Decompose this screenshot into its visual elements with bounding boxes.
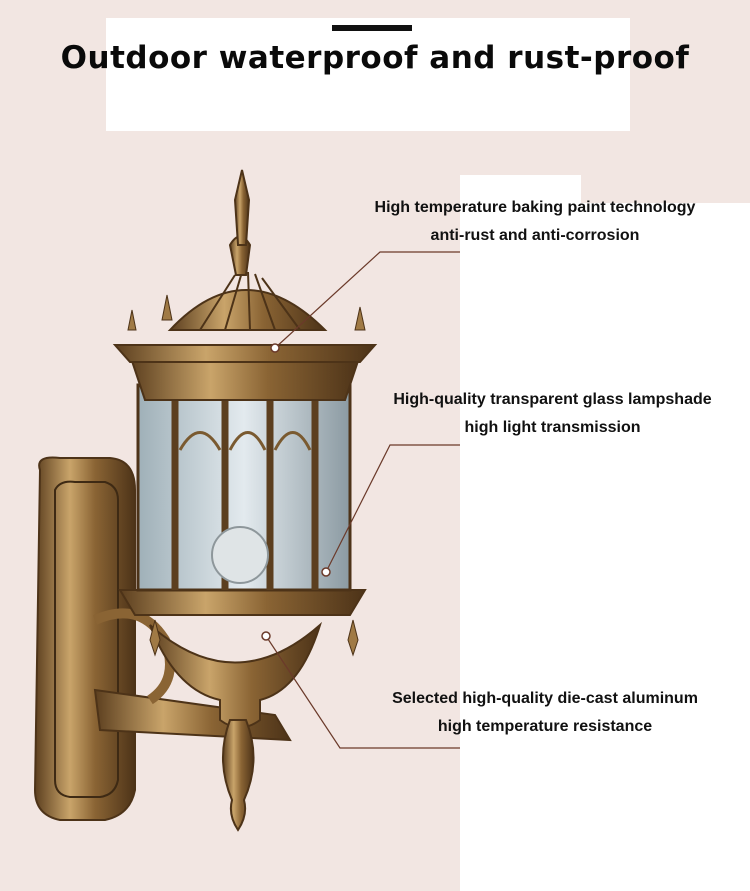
watermark: 1303976020 <box>633 861 732 878</box>
leader-dot-1 <box>270 343 280 353</box>
leader-line-1 <box>274 251 460 349</box>
feature-line: High temperature baking paint technology <box>374 199 696 216</box>
leader-dot-2 <box>321 567 331 577</box>
feature-panel <box>460 175 750 891</box>
leader-dot-3 <box>261 631 271 641</box>
feature-callout-aluminum: Selected high-quality die-cast aluminum … <box>345 685 745 741</box>
feature-callout-glass: High-quality transparent glass lampshade… <box>355 386 750 442</box>
panel-notch <box>581 175 750 203</box>
feature-line: High-quality transparent glass lampshade <box>393 391 712 408</box>
headline-panel <box>106 18 630 131</box>
feature-line: high temperature resistance <box>437 718 653 735</box>
feature-line: high light transmission <box>464 419 641 436</box>
leader-line-3 <box>265 635 460 749</box>
feature-line: Selected high-quality die-cast aluminum <box>392 690 698 707</box>
title-accent-bar <box>332 25 412 31</box>
page-title: Outdoor waterproof and rust-proof <box>60 40 690 76</box>
feature-callout-paint: High temperature baking paint technology… <box>335 194 735 250</box>
leader-line-2 <box>325 444 460 573</box>
feature-line: anti-rust and anti-corrosion <box>430 227 640 244</box>
